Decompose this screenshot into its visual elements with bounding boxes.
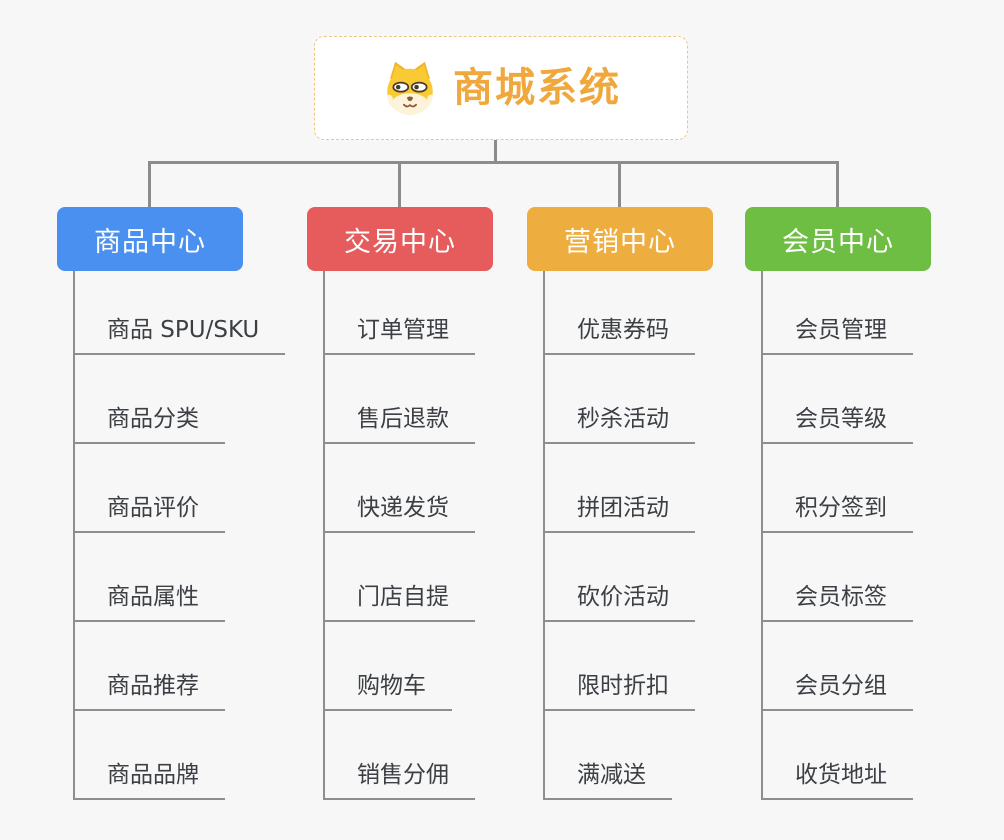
branch-topic-product[interactable]: 商品中心	[57, 207, 243, 271]
subtopic[interactable]: 会员标签	[761, 582, 913, 622]
branch-column-trade: 交易中心 订单管理 售后退款 快递发货 门店自提 购物车 销售分佣	[307, 207, 557, 807]
subtopic[interactable]: 会员管理	[761, 315, 913, 355]
subtopic[interactable]: 快递发货	[323, 493, 475, 533]
branch-column-member: 会员中心 会员管理 会员等级 积分签到 会员标签 会员分组 收货地址	[745, 207, 995, 807]
subtopic[interactable]: 商品分类	[73, 404, 225, 444]
dog-face-icon	[387, 61, 433, 116]
subtopic[interactable]: 秒杀活动	[543, 404, 695, 444]
branch-vline	[761, 271, 763, 800]
branch-vline	[323, 271, 325, 800]
branch-vline	[543, 271, 545, 800]
subtopic[interactable]: 商品评价	[73, 493, 225, 533]
subtopic[interactable]: 商品 SPU/SKU	[73, 315, 286, 355]
connector-branch-3	[618, 161, 621, 207]
subtopic[interactable]: 销售分佣	[323, 760, 475, 800]
subtopic[interactable]: 积分签到	[761, 493, 913, 533]
connector-branch-4	[836, 161, 839, 207]
subtopic[interactable]: 收货地址	[761, 760, 913, 800]
root-topic[interactable]: 商城系统	[314, 36, 688, 140]
subtopic[interactable]: 购物车	[323, 671, 452, 711]
connector-root-vertical	[494, 140, 497, 163]
subtopic[interactable]: 商品品牌	[73, 760, 225, 800]
subtopic[interactable]: 门店自提	[323, 582, 475, 622]
subtopic[interactable]: 售后退款	[323, 404, 475, 444]
subtopic[interactable]: 商品属性	[73, 582, 225, 622]
subtopic[interactable]: 满减送	[543, 760, 672, 800]
subtopic[interactable]: 优惠券码	[543, 315, 695, 355]
subtopic[interactable]: 限时折扣	[543, 671, 695, 711]
branch-topic-marketing[interactable]: 营销中心	[527, 207, 713, 271]
subtopic[interactable]: 会员分组	[761, 671, 913, 711]
branch-topic-trade[interactable]: 交易中心	[307, 207, 493, 271]
subtopic[interactable]: 拼团活动	[543, 493, 695, 533]
subtopic[interactable]: 砍价活动	[543, 582, 695, 622]
branch-column-product: 商品中心 商品 SPU/SKU 商品分类 商品评价 商品属性 商品推荐 商品品牌	[57, 207, 307, 807]
branch-topic-member[interactable]: 会员中心	[745, 207, 931, 271]
subtopic[interactable]: 商品推荐	[73, 671, 225, 711]
branch-vline	[73, 271, 75, 800]
branch-column-marketing: 营销中心 优惠券码 秒杀活动 拼团活动 砍价活动 限时折扣 满减送	[527, 207, 777, 807]
connector-branch-2	[398, 161, 401, 207]
root-topic-label: 商城系统	[453, 65, 621, 111]
subtopic[interactable]: 会员等级	[761, 404, 913, 444]
connector-branch-1	[148, 161, 151, 207]
subtopic[interactable]: 订单管理	[323, 315, 475, 355]
connector-horizontal-bar	[148, 161, 839, 164]
